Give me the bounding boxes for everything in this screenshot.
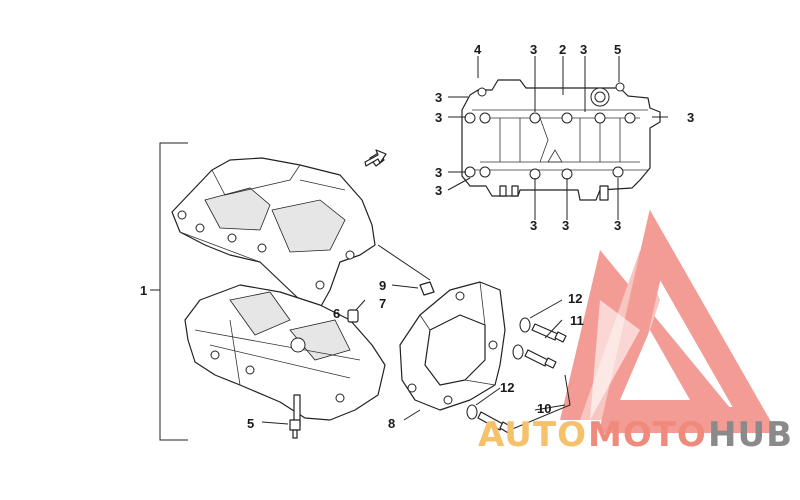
watermark-brand-text: AUTO MOTO HUB — [478, 415, 793, 455]
callout-3-left-b: 3 — [435, 110, 442, 125]
callout-9: 9 — [379, 278, 386, 293]
callout-12-bottom: 12 — [500, 380, 514, 395]
callout-5-top: 5 — [614, 42, 621, 57]
callout-11: 11 — [570, 313, 584, 328]
callout-3-left-d: 3 — [435, 183, 442, 198]
watermark-moto: MOTO — [588, 415, 707, 455]
end-cover-8 — [399, 281, 506, 421]
callout-10: 10 — [537, 401, 551, 416]
bolt-set — [466, 299, 571, 435]
callout-3-bottom-a: 3 — [530, 218, 537, 233]
callout-6: 6 — [333, 306, 340, 321]
callout-3-top-b: 3 — [580, 42, 587, 57]
callout-3-top-a: 3 — [530, 42, 537, 57]
lower-crankcase — [184, 284, 386, 426]
callout-4: 4 — [474, 42, 482, 57]
callout-2: 2 — [559, 42, 566, 57]
callout-1: 1 — [140, 283, 147, 298]
callout-12-top: 12 — [568, 291, 582, 306]
callout-8: 8 — [388, 416, 395, 431]
direction-arrow-icon — [364, 149, 387, 167]
bolt-5-lower — [261, 419, 301, 439]
dowel-pin-9 — [377, 244, 435, 296]
upper-crankcase — [171, 151, 385, 309]
assembly-bracket — [150, 142, 188, 441]
crankcase-top-view — [447, 56, 668, 220]
watermark-auto: AUTO — [478, 415, 587, 455]
callout-7: 7 — [379, 296, 386, 311]
dowel-7 — [347, 299, 366, 323]
callout-5-bottom: 5 — [247, 416, 254, 431]
watermark-hub: HUB — [708, 415, 793, 455]
watermark-logo — [560, 209, 778, 433]
callout-labels: 1 4 3 2 3 5 3 3 3 3 3 3 3 3 9 7 6 12 11 … — [140, 42, 694, 431]
callout-3-left-a: 3 — [435, 90, 442, 105]
callout-3-bottom-b: 3 — [562, 218, 569, 233]
callout-3-right: 3 — [687, 110, 694, 125]
callout-3-left-c: 3 — [435, 165, 442, 180]
callout-3-bottom-c: 3 — [614, 218, 621, 233]
